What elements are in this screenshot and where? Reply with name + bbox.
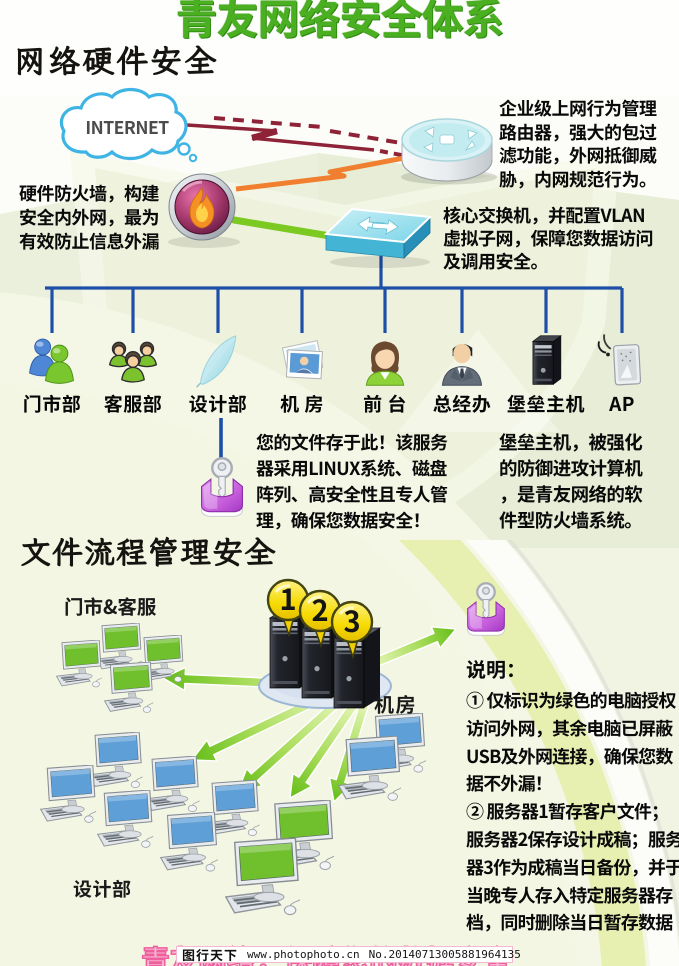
manager-icon: [441, 343, 483, 386]
workstation-clusters: [40, 623, 427, 916]
router-icon: [401, 118, 497, 185]
department-label-2: 客服部: [103, 390, 163, 417]
feather-icon: [195, 335, 237, 388]
department-icons: [29, 333, 642, 388]
internet-router-dashed-link: [186, 116, 413, 159]
workstation-green: [56, 640, 103, 688]
internet-label: INTERNET: [85, 115, 169, 140]
department-label-5: 前 台: [363, 390, 407, 417]
workstation-blue: [205, 780, 261, 837]
notes-body: ① 仅标识为绿色的电脑授权 访问外网，其余电脑已屏蔽 USB及外网连接，确保您数…: [466, 687, 679, 936]
router-note: 企业级上网行为管理 路由器，强大的包过 滤功能，外网抵御威 胁，内网规范行为。: [499, 95, 657, 192]
notes-title: 说明：: [466, 654, 526, 683]
stamp-site-name: 图行天下: [182, 945, 239, 964]
router-firewall-link: [235, 155, 405, 192]
green-arrow: [371, 626, 457, 668]
buddies-icon: [29, 338, 74, 384]
workstation-blue: [368, 713, 427, 773]
department-label-6: 总经办: [432, 390, 492, 417]
department-label-3: 设计部: [188, 390, 248, 417]
firewall-switch-link: [230, 216, 346, 242]
green-arrow: [191, 689, 333, 762]
server-number: 1: [279, 577, 296, 619]
fileserver-note: 您的文件存于此！该服务 器采用LINUX系统、磁盘 阵列、高安全性且专人管 理，…: [256, 429, 448, 533]
green-arrow: [237, 696, 344, 793]
receptionist-icon: [365, 340, 405, 386]
server-key-icon: [466, 582, 506, 637]
workstation-green: [96, 623, 143, 671]
workstation-blue: [40, 765, 97, 824]
design-cluster-label: 设计部: [73, 875, 132, 902]
core-switch-icon: [323, 207, 433, 268]
photos-icon: [281, 340, 324, 380]
green-arrow: [162, 666, 346, 692]
green-arrow: [289, 699, 360, 799]
shops-cluster-label: 门市&客服: [64, 591, 157, 620]
workstation-green: [104, 662, 154, 714]
department-label-8: AP: [609, 390, 635, 417]
server-tower-icon: [532, 335, 562, 385]
workstation-blue: [145, 756, 201, 813]
workstation-blue: [97, 790, 154, 849]
hardware-section-heading: 网络硬件安全: [13, 39, 219, 82]
department-label-4: 机 房: [280, 390, 324, 417]
stamp-site-url: www.photophoto.cn: [247, 948, 360, 961]
firewall-note: 硬件防火墙，构建 安全内外网，最为 有效防止信息外漏: [19, 180, 160, 254]
server-number: 3: [343, 599, 360, 641]
server-tower: [300, 617, 350, 699]
server-room-label: 机房: [374, 689, 417, 718]
files-section-heading: 文件流程管理安全: [19, 530, 276, 572]
server-number: 2: [311, 588, 328, 630]
stamp-serial-number: No.20140713005881964135: [368, 948, 521, 961]
server-number-balloon: 3: [330, 599, 374, 660]
bastion-note: 堡垒主机，被强化 的防御进攻计算机 ，是青友网络的软 件型防火墙系统。: [499, 429, 643, 533]
switch-note: 核心交换机，并配置VLAN 虚拟子网，保障您数据访问 及调用安全。: [443, 202, 654, 274]
green-arrow: [328, 700, 370, 803]
poster-title: 青友网络安全体系: [175, 0, 504, 47]
file-security-key-icon: [200, 457, 244, 518]
workstation-blue: [160, 812, 219, 872]
wireless-ap-icon: [597, 333, 642, 386]
workstation-green: [266, 800, 335, 871]
stock-site-stamp: 图行天下 www.photophoto.cn No.20140713005881…: [176, 945, 521, 964]
department-label-7: 堡垒主机: [506, 390, 585, 417]
workstation-green: [138, 635, 185, 683]
department-label-1: 门市部: [22, 390, 82, 417]
server-number-balloon: 1: [266, 577, 310, 638]
workstation-green: [225, 838, 301, 916]
server-tower: [268, 607, 318, 689]
workstation-blue: [88, 732, 144, 789]
people-group-icon: [109, 341, 157, 383]
workstation-blue: [338, 736, 402, 802]
server-number-balloon: 2: [298, 588, 342, 649]
server-towers: [268, 607, 382, 709]
